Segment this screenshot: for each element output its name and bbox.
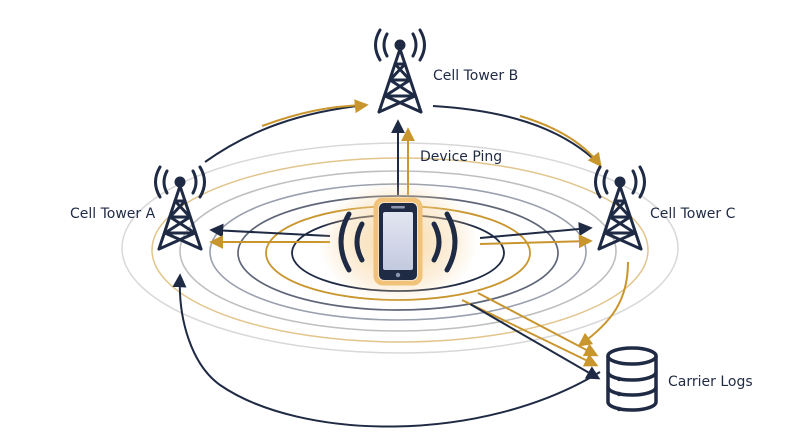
cell-tower-icon	[374, 28, 426, 114]
smartphone-icon	[373, 197, 423, 286]
device-ping-label: Device Ping	[420, 149, 502, 165]
cell-tower-c	[594, 165, 646, 251]
cell-tower-b	[374, 28, 426, 114]
cell-tower-icon	[154, 165, 206, 251]
smartphone-group	[318, 180, 478, 304]
tower-a-label: Cell Tower A	[70, 206, 156, 222]
orbit-a-to-b-gold	[261, 104, 367, 127]
signal-wave-icon	[338, 211, 458, 273]
cell-tower-icon	[594, 165, 646, 251]
carrier-logs-label: Carrier Logs	[668, 374, 753, 390]
tower-c-label: Cell Tower C	[650, 206, 736, 222]
orbit-logs-to-a	[172, 273, 601, 428]
orbit-paths	[172, 99, 629, 428]
orbit-a-to-b	[204, 99, 369, 163]
tower-b-label: Cell Tower B	[433, 68, 518, 84]
ping-to-tower-c-gold	[479, 234, 593, 249]
orbit-b-to-c-gold	[519, 115, 602, 168]
orbit-c-to-logs	[577, 261, 629, 347]
ping-to-logs-navy	[469, 303, 601, 380]
orbit-b-to-c	[432, 105, 601, 166]
carrier-logs-database	[606, 346, 658, 412]
ping-to-tower-a-navy	[209, 223, 331, 238]
cell-tower-a	[154, 165, 206, 251]
ping-to-tower-c-navy	[479, 222, 593, 239]
ping-to-logs-gold-2	[461, 299, 599, 367]
database-icon	[606, 346, 658, 412]
ping-to-logs-gold-1	[477, 292, 599, 357]
